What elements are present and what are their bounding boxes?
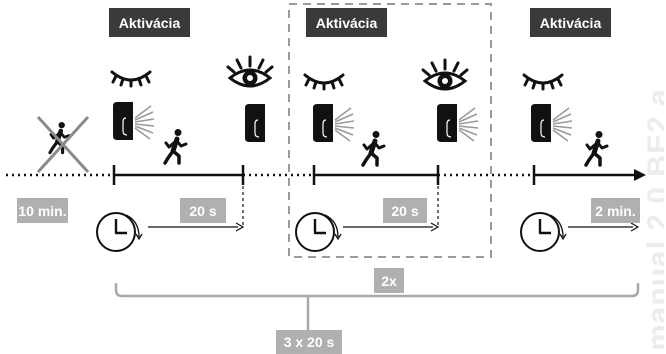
- detection-rays-icon: [134, 105, 155, 140]
- clock-icon: [95, 211, 144, 253]
- delay-label: 20 s: [383, 198, 427, 223]
- motion-sensor-icon: [530, 103, 552, 143]
- repeat-count-label: 2x: [374, 268, 404, 293]
- last-wait-label: 2 min.: [591, 198, 640, 223]
- clock-icon: [519, 211, 568, 253]
- activation-label: Aktivácia: [306, 8, 387, 37]
- eye-closed-icon: [522, 73, 564, 91]
- activation-label: Aktivácia: [530, 8, 611, 37]
- walking-person-icon: [586, 131, 607, 165]
- motion-sensor-icon: [244, 103, 266, 143]
- duration-markers: [148, 186, 640, 232]
- clock-icon: [294, 211, 343, 253]
- motion-sensor-icon: [312, 103, 334, 143]
- no-person-icon: [36, 115, 90, 174]
- total-bracket: [114, 283, 640, 298]
- motion-sensor-icon: [436, 103, 458, 143]
- timeline: [6, 165, 646, 185]
- detection-rays-icon: [334, 107, 355, 142]
- motion-sensor-icon: [112, 101, 134, 141]
- detection-rays-icon: [552, 107, 573, 142]
- walking-person-icon: [363, 131, 384, 165]
- first-wait-label: 10 min.: [17, 198, 68, 223]
- detection-rays-icon: [458, 107, 479, 142]
- eye-open-icon: [226, 55, 274, 88]
- delay-label: 20 s: [180, 198, 226, 223]
- repeat-frame: [288, 3, 492, 258]
- walking-person-icon: [165, 129, 186, 163]
- activation-label: Aktivácia: [109, 8, 190, 37]
- eye-closed-icon: [303, 73, 345, 91]
- eye-closed-icon: [110, 70, 152, 88]
- total-duration-label: 3 x 20 s: [276, 330, 342, 354]
- eye-open-icon: [421, 58, 469, 91]
